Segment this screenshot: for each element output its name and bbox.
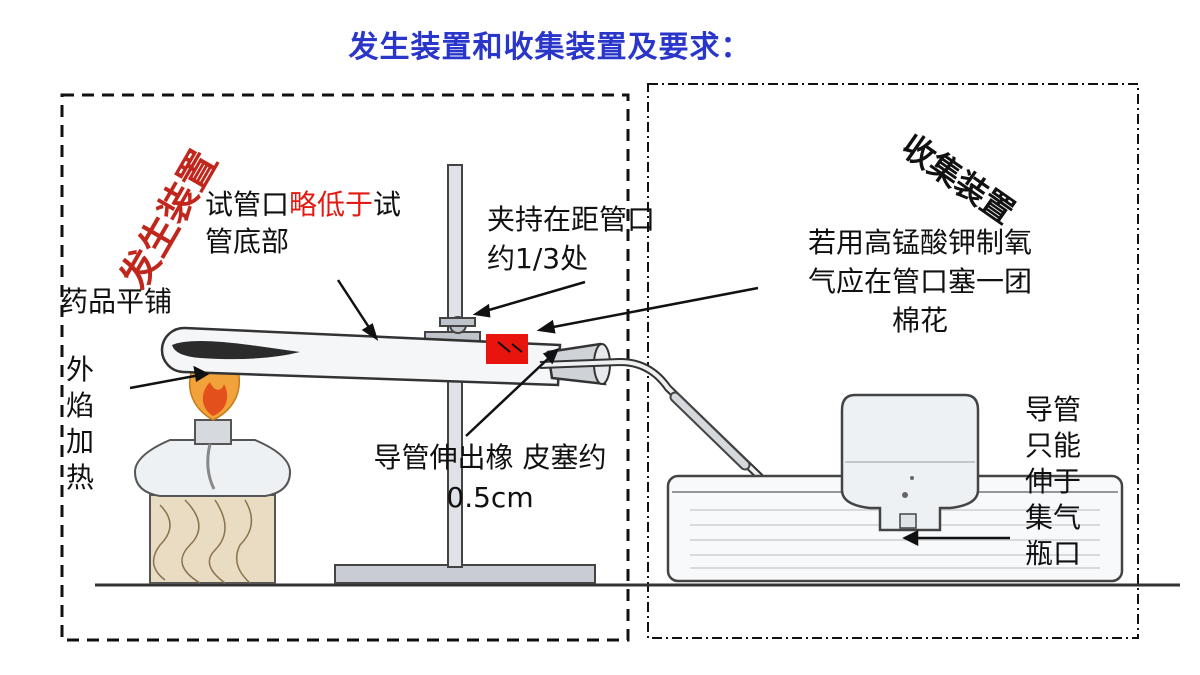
cotton-marks: [497, 341, 523, 353]
note-tube-only-line: 集气: [1025, 501, 1082, 534]
note-tube-only: 导管 只能 伸于 集气 瓶口: [1025, 392, 1105, 572]
wood-block: [149, 494, 276, 584]
note-tube-only-line: 导管: [1025, 393, 1082, 426]
note-tube-mouth-emphasis: 略低于: [289, 188, 374, 221]
annotation-arrows: [129, 279, 1010, 547]
test-tube: [160, 326, 562, 387]
note-tube-extend-line1: 导管伸出橡 皮塞约: [373, 441, 607, 474]
note-tube-only-line: 只能: [1025, 429, 1082, 462]
note-tube-only-line: 瓶口: [1025, 537, 1082, 570]
page-title: 发生装置和收集装置及要求：: [348, 30, 752, 65]
note-outer-flame: 外 焰 加 热: [62, 352, 98, 496]
note-clamp-line1: 夹持在距管口: [487, 203, 656, 236]
collector-section-box: [647, 83, 1139, 639]
note-outer-flame-char: 加: [65, 425, 94, 458]
note-tube-mouth-part2: 试: [373, 188, 402, 221]
generator-section-box: [60, 93, 630, 642]
alcohol-lamp: [133, 419, 292, 497]
note-outer-flame-char: 焰: [65, 389, 94, 422]
gas-bottle: [840, 393, 980, 532]
note-drug-flat: 药品平铺: [60, 285, 173, 318]
note-tube-mouth-part1: 试管口: [205, 188, 290, 221]
note-kmno4-line1: 若用高锰酸钾制氧: [807, 226, 1032, 259]
note-tube-only-line: 伸于: [1025, 465, 1082, 498]
note-outer-flame-char: 热: [65, 461, 94, 494]
note-tube-extend-line2: 0.5cm: [446, 481, 534, 514]
note-kmno4-line3: 棉花: [891, 304, 948, 337]
note-kmno4-line2: 气应在管口塞一团: [807, 265, 1032, 298]
note-clamp-line2: 约1/3处: [487, 242, 589, 275]
note-outer-flame-char: 外: [65, 353, 94, 386]
note-tube-mouth: 试管口略低于试: [205, 187, 401, 223]
note-tube-mouth-line2: 管底部: [205, 225, 290, 258]
